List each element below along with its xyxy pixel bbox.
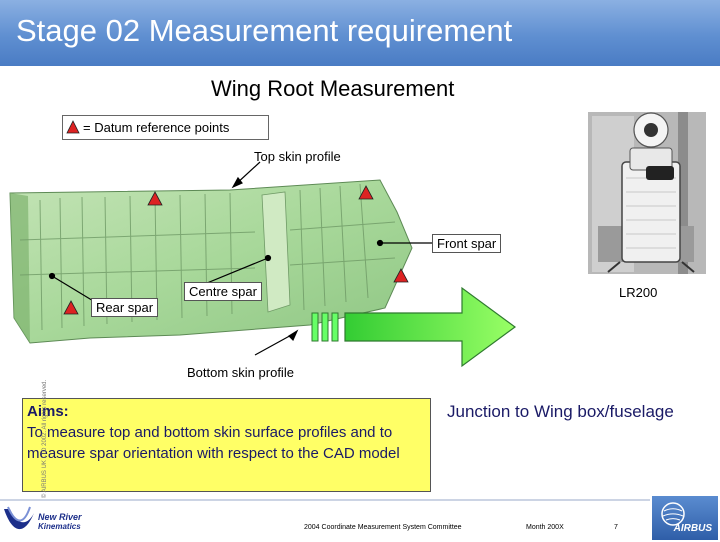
nrk-swoosh-icon (4, 506, 34, 530)
subtitle-text: Wing Root Measurement (211, 76, 455, 101)
page-title: Stage 02 Measurement requirement (16, 13, 513, 48)
aims-heading: Aims: (27, 403, 69, 420)
datum-marker-4 (63, 300, 79, 315)
lr200-photo (588, 112, 706, 274)
aims-line-2: measure spar orientation with respect to… (27, 445, 400, 462)
junction-caption: Junction to Wing box/fuselage (447, 402, 674, 421)
footer-page-number: 7 (614, 524, 618, 531)
aims-box: Aims: To measure top and bottom skin sur… (22, 398, 431, 492)
bottom-skin-label: Bottom skin profile (187, 365, 294, 380)
airbus-globe-icon (661, 502, 685, 526)
legend-text: = Datum reference points (83, 120, 230, 135)
nrk-line1: New River (38, 512, 82, 522)
airbus-logo: AIRBUS (652, 496, 718, 540)
datum-triangle-icon (66, 120, 80, 134)
footer-date: Month 200X (526, 524, 564, 531)
datum-marker-2 (358, 185, 374, 200)
lr200-label: LR200 (619, 285, 658, 300)
footer-conference: 2004 Coordinate Measurement System Commi… (304, 524, 462, 531)
datum-marker-1 (147, 191, 163, 206)
new-river-kinematics-logo: New River Kinematics (2, 503, 82, 542)
centre-spar-label: Centre spar (184, 282, 262, 301)
rear-spar-label: Rear spar (91, 298, 159, 317)
junction-arrow (311, 286, 517, 368)
copyright-text: © AIRBUS UK LTD 2002. All rights reserve… (42, 379, 49, 499)
nrk-line2: Kinematics (38, 522, 81, 531)
datum-legend: = Datum reference points (62, 115, 269, 140)
airbus-wordmark: AIRBUS (673, 523, 712, 534)
aims-line-1: To measure top and bottom skin surface p… (27, 424, 393, 441)
datum-marker-3 (393, 268, 409, 283)
datum-markers (63, 185, 409, 315)
front-spar-label: Front spar (432, 234, 502, 253)
title-bar: Stage 02 Measurement requirement (0, 0, 720, 66)
top-skin-label: Top skin profile (254, 149, 341, 164)
